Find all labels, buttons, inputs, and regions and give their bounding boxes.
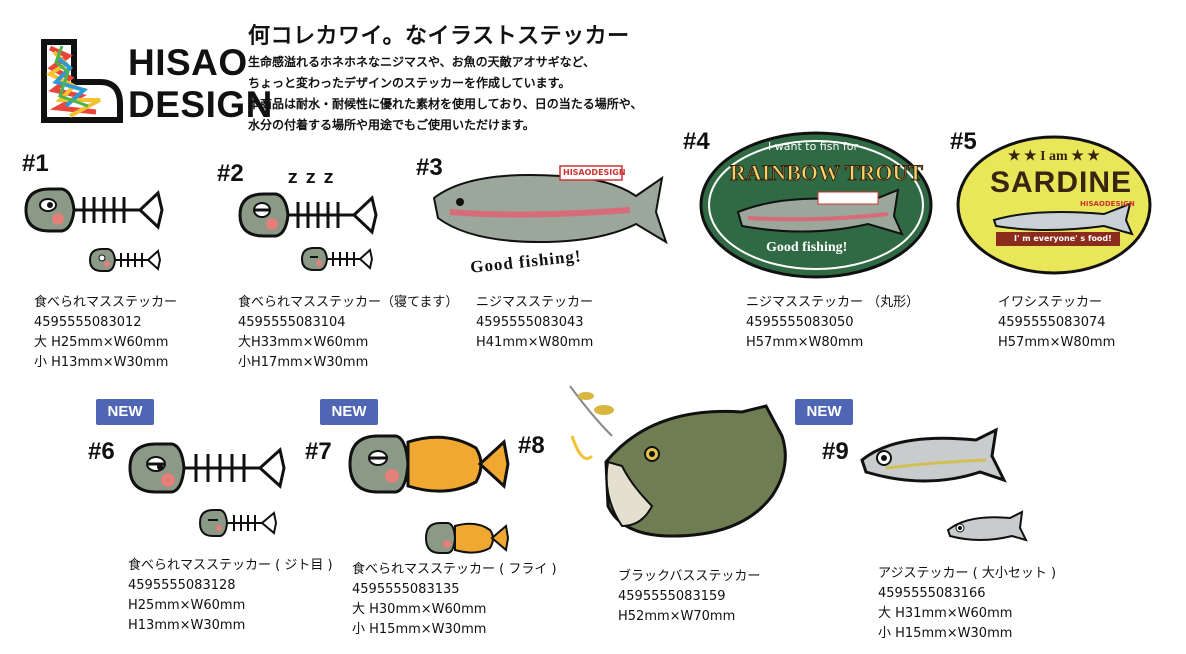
product-info-5: イワシステッカー 4595555083074 H57mm×W80mm bbox=[998, 293, 1115, 353]
product-size: H13mm×W30mm bbox=[128, 618, 246, 633]
product-size: 小H17mm×W30mm bbox=[238, 355, 369, 370]
product-info-1: 食べられマスステッカー 4595555083012 大 H25mm×W60mm … bbox=[34, 293, 177, 373]
product-code: 4595555083050 bbox=[746, 315, 854, 330]
product-code: 4595555083012 bbox=[34, 315, 142, 330]
rainbow-trout-sticker bbox=[432, 165, 668, 245]
product-name: 食べられマスステッカー（寝てます） bbox=[238, 295, 459, 310]
oval-top-text: I want to fish for bbox=[768, 140, 859, 153]
product-number: #3 bbox=[416, 154, 443, 181]
product-size: 小 H15mm×W30mm bbox=[878, 626, 1013, 641]
product-name: 食べられマスステッカー bbox=[34, 295, 178, 310]
squint-fish-sticker-large bbox=[128, 442, 286, 494]
product-number: #7 bbox=[305, 438, 332, 465]
product-info-2: 食べられマスステッカー（寝てます） 4595555083104 大H33mm×W… bbox=[238, 293, 458, 373]
sleeping-fish-sticker-large bbox=[238, 192, 378, 238]
product-name: イワシステッカー bbox=[998, 295, 1103, 310]
product-info-6: 食べられマスステッカー ( ジト目 ) 4595555083128 H25mm×… bbox=[128, 556, 333, 636]
brand-name: HISAO DESIGN bbox=[128, 42, 273, 125]
new-badge: NEW bbox=[96, 399, 154, 425]
trout-tag: HISAODESIGN bbox=[563, 168, 626, 177]
product-name: ブラックバスステッカー bbox=[618, 569, 761, 584]
product-code: 4595555083135 bbox=[352, 582, 460, 597]
product-number: #5 bbox=[950, 128, 977, 155]
product-name: ニジマスステッカー bbox=[476, 295, 594, 310]
horse-mackerel-sticker-small bbox=[946, 510, 1028, 542]
intro-text: 生命感溢れるホネホネなニジマスや、お魚の天敵アオサギなど、 ちょっと変わったデザ… bbox=[248, 55, 643, 132]
product-size: H41mm×W80mm bbox=[476, 335, 594, 350]
product-size: H57mm×W80mm bbox=[746, 335, 864, 350]
product-code: 4595555083159 bbox=[618, 589, 726, 604]
product-code: 4595555083043 bbox=[476, 315, 584, 330]
bone-fish-sticker-large bbox=[24, 187, 164, 233]
product-code: 4595555083128 bbox=[128, 578, 236, 593]
product-info-7: 食べられマスステッカー ( フライ ) 4595555083135 大 H30m… bbox=[352, 560, 557, 640]
product-name: 食べられマスステッカー ( ジト目 ) bbox=[128, 558, 333, 573]
oval-good-fishing-text: Good fishing! bbox=[766, 240, 848, 255]
product-number: #4 bbox=[683, 128, 710, 155]
product-size: 大 H25mm×W60mm bbox=[34, 335, 169, 350]
rainbow-trout-oval-sticker bbox=[699, 131, 933, 279]
product-size: 大 H31mm×W60mm bbox=[878, 606, 1013, 621]
fried-fish-sticker-small bbox=[424, 522, 510, 554]
product-size: H57mm×W80mm bbox=[998, 335, 1116, 350]
logo-mark bbox=[40, 38, 124, 124]
sardine-oval-sticker bbox=[956, 135, 1152, 275]
product-info-9: アジステッカー ( 大小セット ) 4595555083166 大 H31mm×… bbox=[878, 564, 1056, 644]
product-code: 4595555083104 bbox=[238, 315, 346, 330]
horse-mackerel-sticker-large bbox=[860, 427, 1007, 483]
product-number: #9 bbox=[822, 438, 849, 465]
product-name: アジステッカー ( 大小セット ) bbox=[878, 566, 1057, 581]
product-info-8: ブラックバスステッカー 4595555083159 H52mm×W70mm bbox=[618, 567, 760, 627]
product-size: H52mm×W70mm bbox=[618, 609, 736, 624]
product-code: 4595555083074 bbox=[998, 315, 1106, 330]
zzz-text: Z Z Z bbox=[288, 172, 336, 187]
black-bass-sticker bbox=[569, 385, 787, 538]
sardine-tag: HISAODESIGN bbox=[1080, 200, 1135, 208]
product-code: 4595555083166 bbox=[878, 586, 986, 601]
fried-fish-sticker-large bbox=[348, 434, 510, 494]
product-size: 大H33mm×W60mm bbox=[238, 335, 369, 350]
product-name: ニジマスステッカー （丸形） bbox=[746, 295, 920, 310]
product-name: 食べられマスステッカー ( フライ ) bbox=[352, 562, 557, 577]
product-size: H25mm×W60mm bbox=[128, 598, 246, 613]
product-info-4: ニジマスステッカー （丸形） 4595555083050 H57mm×W80mm bbox=[746, 293, 919, 353]
product-number: #2 bbox=[217, 160, 244, 187]
product-size: 大 H30mm×W60mm bbox=[352, 602, 487, 617]
product-number: #8 bbox=[518, 432, 545, 459]
product-info-3: ニジマスステッカー 4595555083043 H41mm×W80mm bbox=[476, 293, 593, 353]
product-size: 小 H15mm×W30mm bbox=[352, 622, 487, 637]
product-size: 小 H13mm×W30mm bbox=[34, 355, 169, 370]
sardine-title: SARDINE bbox=[990, 166, 1133, 199]
bone-fish-sticker-small bbox=[88, 248, 162, 272]
sleeping-fish-sticker-small bbox=[300, 247, 374, 271]
sardine-top-text: ★ ★ I am ★ ★ bbox=[1008, 149, 1100, 164]
product-number: #1 bbox=[22, 150, 49, 177]
product-number: #6 bbox=[88, 438, 115, 465]
rainbow-trout-title: RAINBOW TROUT bbox=[730, 160, 924, 186]
squint-fish-sticker-small bbox=[198, 509, 278, 537]
new-badge: NEW bbox=[320, 399, 378, 425]
new-badge: NEW bbox=[795, 399, 853, 425]
sardine-banner-text: I' m everyone' s food! bbox=[1014, 234, 1112, 243]
page-title: 何コレカワイ。なイラストステッカー bbox=[248, 24, 630, 49]
